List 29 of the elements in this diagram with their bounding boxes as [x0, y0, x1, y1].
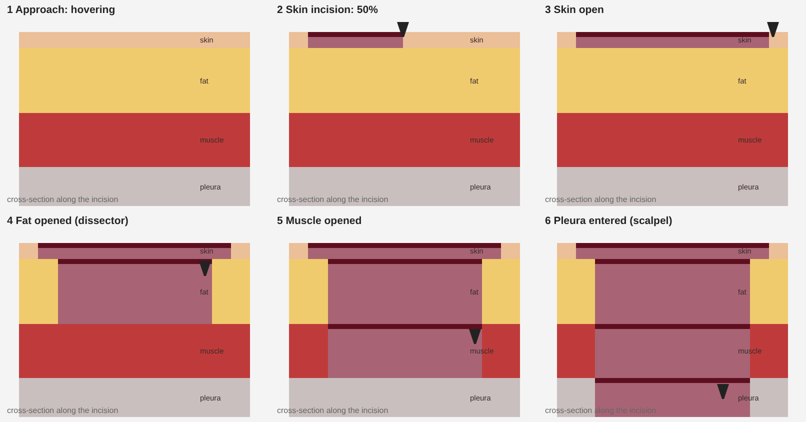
panel-heading: 4 Fat opened (dissector) [7, 215, 128, 227]
muscle-layer [557, 324, 788, 378]
fat-layer [19, 48, 250, 113]
skin-layer [557, 32, 788, 48]
section-caption: cross-section along the incision [7, 406, 118, 415]
muscle-layer [289, 113, 520, 167]
skin-layer [19, 243, 250, 259]
fat-layer [557, 48, 788, 113]
skin-layer [289, 32, 520, 48]
skin-layer [289, 243, 520, 259]
panel-heading: 6 Pleura entered (scalpel) [545, 215, 672, 227]
muscle-layer [289, 324, 520, 378]
muscle-layer [19, 113, 250, 167]
fat-layer [289, 259, 520, 324]
skin-layer [557, 243, 788, 259]
muscle-layer [557, 113, 788, 167]
section-caption: cross-section along the incision [545, 195, 656, 204]
panel-heading: 5 Muscle opened [277, 215, 362, 227]
section-caption: cross-section along the incision [7, 195, 118, 204]
section-caption: cross-section along the incision [277, 406, 388, 415]
fat-layer [557, 259, 788, 324]
skin-layer [19, 32, 250, 48]
fat-layer [19, 259, 250, 324]
panel-heading: 3 Skin open [545, 4, 604, 16]
panel-heading: 1 Approach: hovering [7, 4, 116, 16]
muscle-layer [19, 324, 250, 378]
panel-heading: 2 Skin incision: 50% [277, 4, 378, 16]
section-caption: cross-section along the incision [277, 195, 388, 204]
fat-layer [289, 48, 520, 113]
